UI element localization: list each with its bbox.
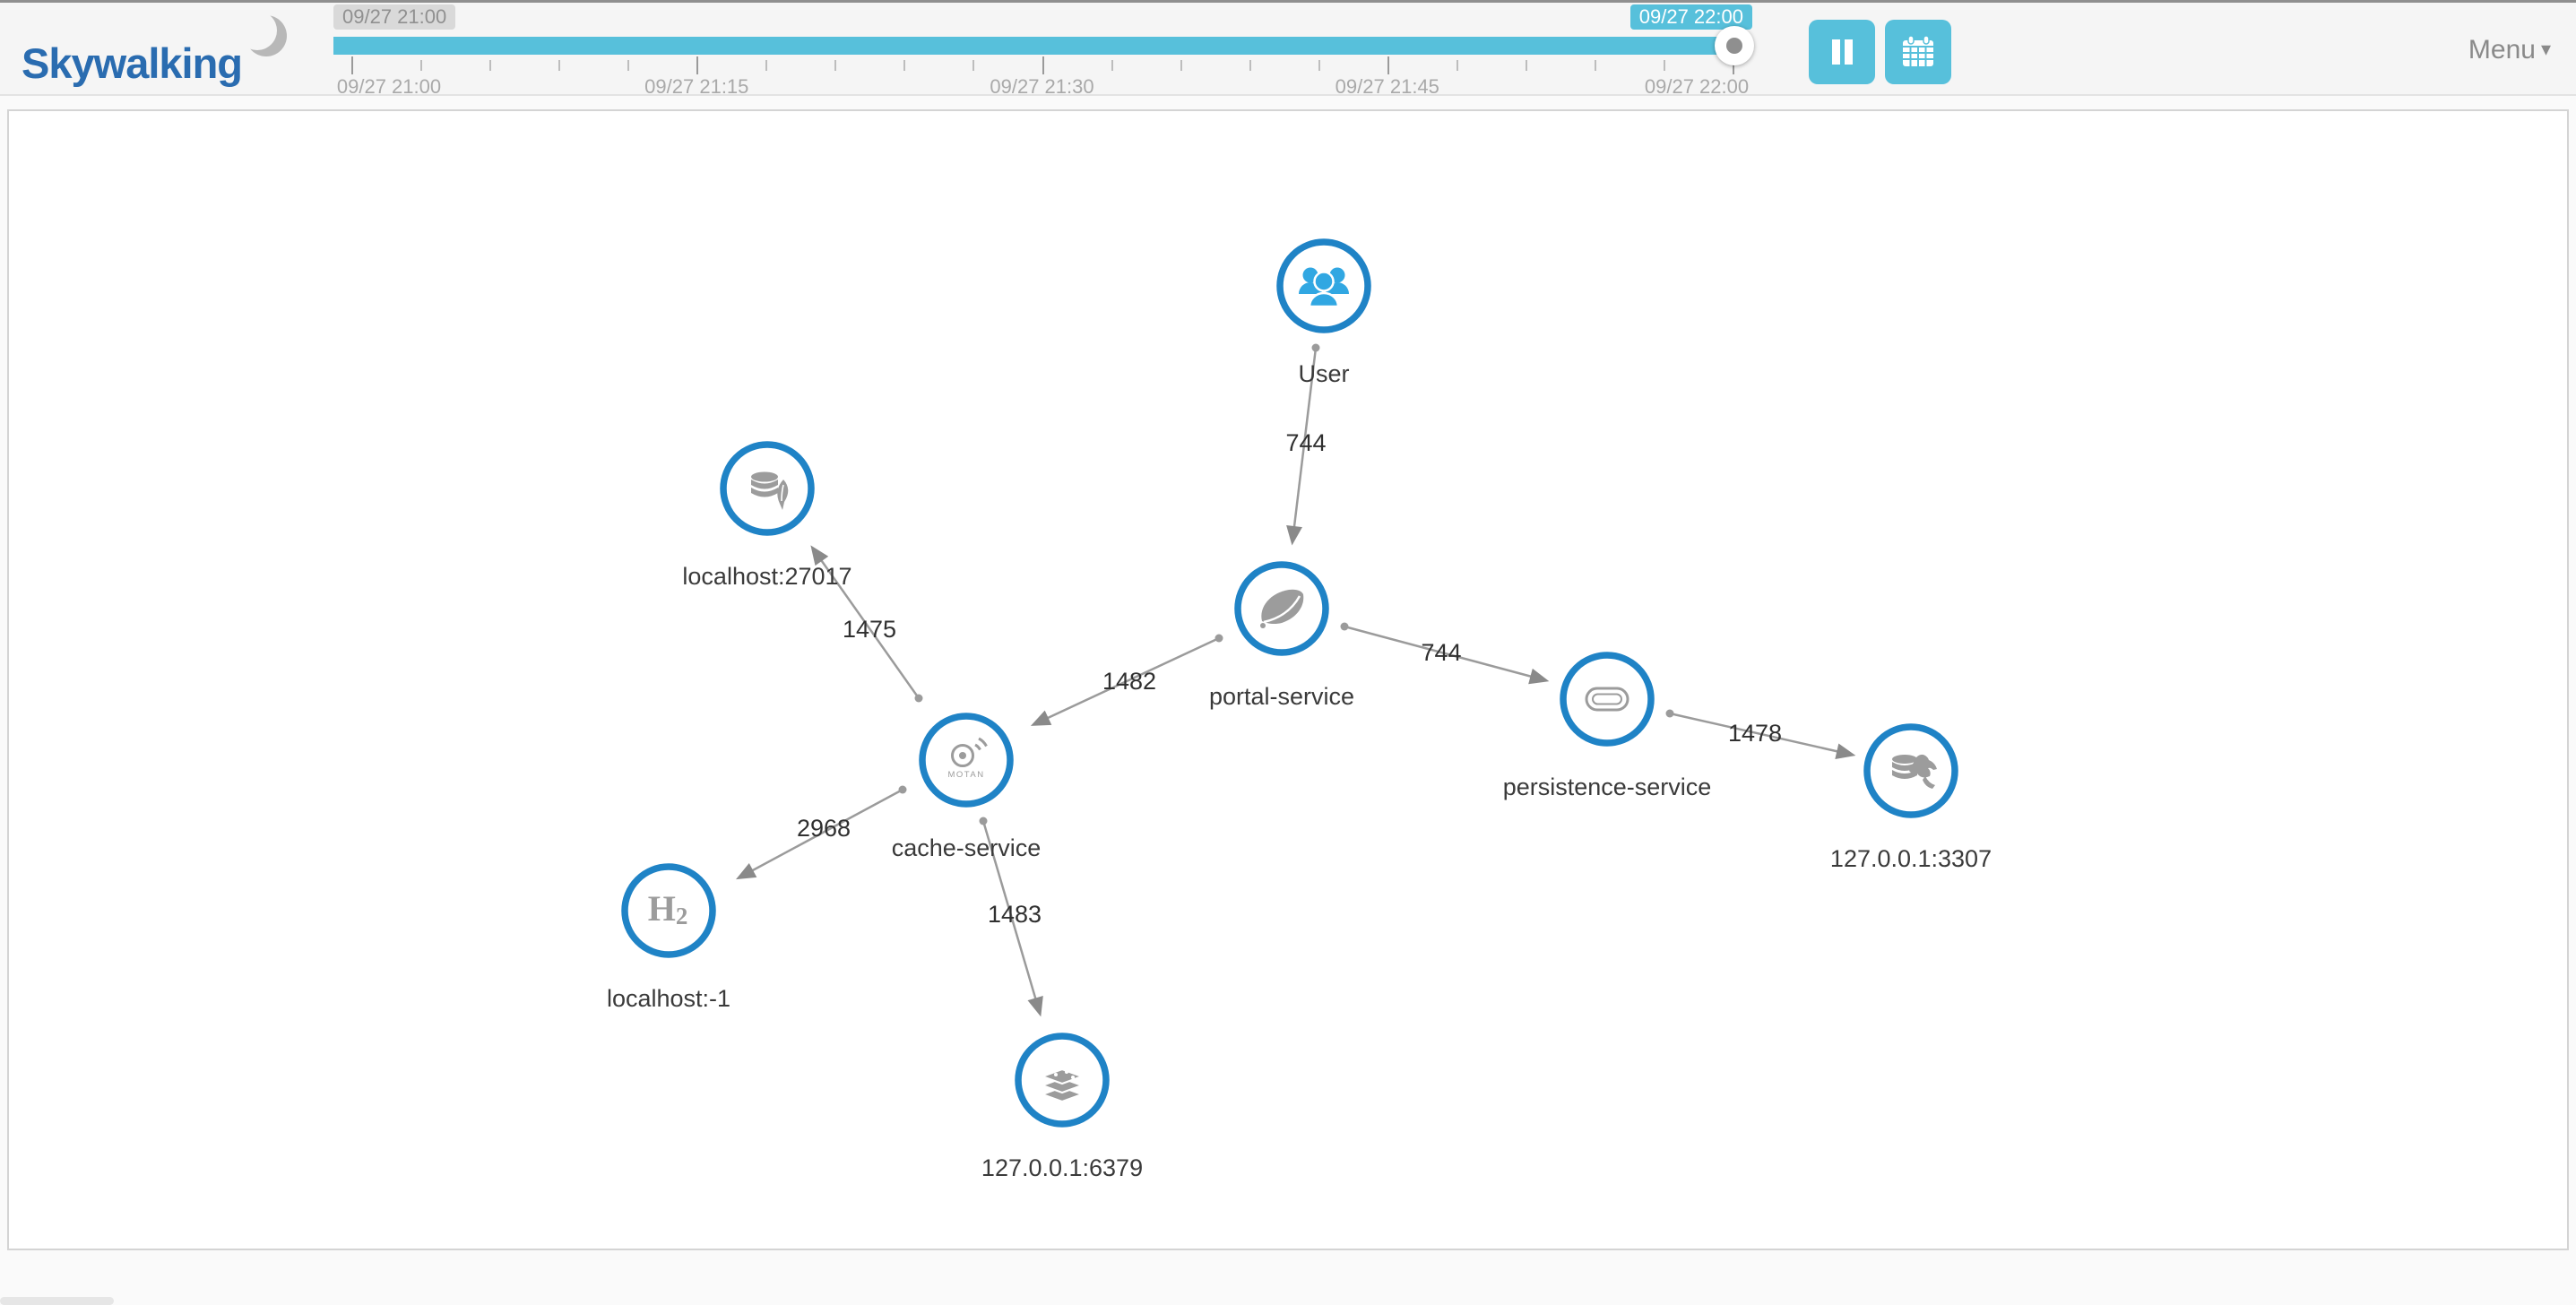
timeline-slider-handle[interactable] bbox=[1715, 26, 1754, 65]
timeline-start-badge: 09/27 21:00 bbox=[333, 4, 456, 30]
mysql-icon bbox=[1892, 754, 1937, 789]
node-label: persistence-service bbox=[1503, 773, 1712, 800]
topology-node-localhost:-1[interactable]: H2 localhost:-1 bbox=[607, 863, 730, 1012]
topology-edge-cache-service-to-localhost:-1: 2968 bbox=[736, 785, 907, 880]
logo-text-secondary: walking bbox=[93, 39, 243, 87]
edge-call-count: 1475 bbox=[843, 616, 896, 643]
timeline-tick bbox=[1525, 60, 1527, 71]
topology-edge-User-to-portal-service: 744 bbox=[1285, 343, 1327, 546]
timeline-tick-label: 09/27 21:15 bbox=[644, 75, 749, 98]
node-label: User bbox=[1298, 360, 1349, 387]
edge-source-dot bbox=[1215, 634, 1223, 643]
edge-source-dot bbox=[1665, 709, 1674, 718]
timeline-tick bbox=[1594, 60, 1596, 71]
topology-canvas[interactable]: 744 1482 1475 2968 1483 744 1478 bbox=[9, 111, 2567, 1249]
svg-text:H2: H2 bbox=[648, 888, 688, 929]
spring-leaf-icon bbox=[1260, 589, 1304, 628]
svg-text:MOTAN: MOTAN bbox=[947, 770, 984, 780]
motan-icon: MOTAN bbox=[947, 737, 988, 780]
timeline-tick bbox=[1042, 56, 1044, 74]
topology-panel: 744 1482 1475 2968 1483 744 1478 bbox=[7, 109, 2569, 1250]
node-ring[interactable] bbox=[1560, 652, 1655, 747]
timeline-tick-label: 09/27 21:30 bbox=[990, 75, 1094, 98]
timeline-tick bbox=[558, 60, 561, 71]
timeline-tick bbox=[1456, 60, 1458, 71]
timeline-tick bbox=[1318, 60, 1320, 71]
crescent-icon bbox=[238, 11, 288, 56]
pause-icon bbox=[1832, 39, 1853, 65]
timeline-tick-label: 09/27 21:45 bbox=[1335, 75, 1439, 98]
edge-source-dot bbox=[1340, 622, 1349, 631]
node-label: 127.0.0.1:3307 bbox=[1830, 845, 1992, 872]
topology-node-portal-service[interactable]: portal-service bbox=[1209, 561, 1354, 710]
node-ring[interactable] bbox=[919, 713, 1014, 808]
chevron-down-icon: ▾ bbox=[2540, 38, 2551, 60]
timeline-tick bbox=[834, 60, 837, 71]
edge-call-count: 744 bbox=[1285, 429, 1326, 456]
topology-edge-persistence-service-to-127.0.0.1:3307: 1478 bbox=[1665, 709, 1856, 759]
timeline-tick bbox=[1180, 60, 1182, 71]
node-ring[interactable] bbox=[621, 863, 716, 958]
topology-edge-portal-service-to-persistence-service: 744 bbox=[1340, 622, 1550, 685]
time-range-slider[interactable]: 09/27 21:00 09/27 22:00 09/27 21:00 09/27… bbox=[333, 3, 1754, 98]
timeline-tick bbox=[1249, 60, 1251, 71]
oval-logo-icon bbox=[1585, 687, 1629, 712]
timeline-tick bbox=[1664, 60, 1665, 71]
node-label: localhost:-1 bbox=[607, 985, 730, 1012]
edge-call-count: 744 bbox=[1421, 639, 1461, 666]
topology-node-persistence-service[interactable]: persistence-service bbox=[1503, 652, 1712, 800]
logo-text-primary: Sky bbox=[22, 39, 95, 87]
node-label: portal-service bbox=[1209, 683, 1354, 710]
timeline-tick bbox=[1733, 56, 1734, 74]
timeline-tick-label: 09/27 22:00 bbox=[1644, 75, 1750, 98]
edge-call-count: 2968 bbox=[797, 815, 851, 842]
node-label: cache-service bbox=[892, 834, 1042, 861]
menu-label: Menu bbox=[2468, 35, 2536, 65]
redis-icon bbox=[1039, 1067, 1085, 1103]
edge-source-dot bbox=[898, 785, 907, 794]
timeline-tick bbox=[351, 56, 353, 74]
window-top-edge bbox=[0, 0, 2576, 3]
edge-call-count: 1478 bbox=[1728, 720, 1782, 747]
calendar-button[interactable] bbox=[1885, 20, 1951, 84]
timeline-tick-label: 09/27 21:00 bbox=[336, 75, 442, 98]
topology-edge-cache-service-to-127.0.0.1:6379: 1483 bbox=[979, 817, 1043, 1017]
timeline-end-badge: 09/27 22:00 bbox=[1629, 4, 1752, 30]
topology-node-127.0.0.1:6379[interactable]: 127.0.0.1:6379 bbox=[981, 1033, 1143, 1181]
pause-button[interactable] bbox=[1809, 20, 1875, 84]
timeline-tick bbox=[420, 60, 422, 71]
menu-dropdown[interactable]: Menu▾ bbox=[2468, 35, 2551, 65]
node-label: localhost:27017 bbox=[682, 563, 851, 590]
h2-icon: H2 bbox=[648, 888, 688, 929]
timeline-selected-range-bar[interactable] bbox=[333, 37, 1734, 55]
mongodb-icon bbox=[751, 471, 789, 510]
timeline-tick bbox=[903, 60, 906, 71]
skywalking-logo[interactable]: Skywalking bbox=[22, 11, 289, 88]
timeline-tick bbox=[627, 60, 630, 71]
node-label: 127.0.0.1:6379 bbox=[981, 1154, 1143, 1181]
topology-node-localhost:27017[interactable]: localhost:27017 bbox=[682, 441, 852, 590]
edge-source-dot bbox=[914, 694, 923, 703]
horizontal-scrollbar-thumb[interactable] bbox=[0, 1297, 114, 1305]
timeline-tick bbox=[1387, 56, 1389, 74]
timeline-tick bbox=[489, 60, 492, 71]
edge-call-count: 1482 bbox=[1102, 668, 1156, 695]
topology-node-cache-service[interactable]: MOTAN cache-service bbox=[892, 713, 1042, 861]
edge-call-count: 1483 bbox=[988, 901, 1042, 928]
handle-dot bbox=[1726, 38, 1742, 54]
timeline-tick bbox=[696, 56, 699, 74]
timeline-tick bbox=[1111, 60, 1113, 71]
header-bar: Skywalking 09/27 21:00 09/27 22:00 09/27… bbox=[0, 3, 2576, 98]
topology-node-127.0.0.1:3307[interactable]: 127.0.0.1:3307 bbox=[1830, 723, 1992, 872]
edge-source-dot bbox=[979, 817, 988, 825]
user-group-icon bbox=[1299, 267, 1349, 308]
edge-source-dot bbox=[1311, 343, 1320, 352]
topology-node-User[interactable]: User bbox=[1276, 238, 1371, 387]
timeline-tick bbox=[765, 60, 768, 71]
calendar-icon bbox=[1903, 35, 1933, 66]
topology-edge-portal-service-to-cache-service: 1482 bbox=[1030, 634, 1223, 726]
topology-edge-cache-service-to-localhost:27017: 1475 bbox=[810, 545, 923, 703]
timeline-tick bbox=[972, 60, 975, 71]
